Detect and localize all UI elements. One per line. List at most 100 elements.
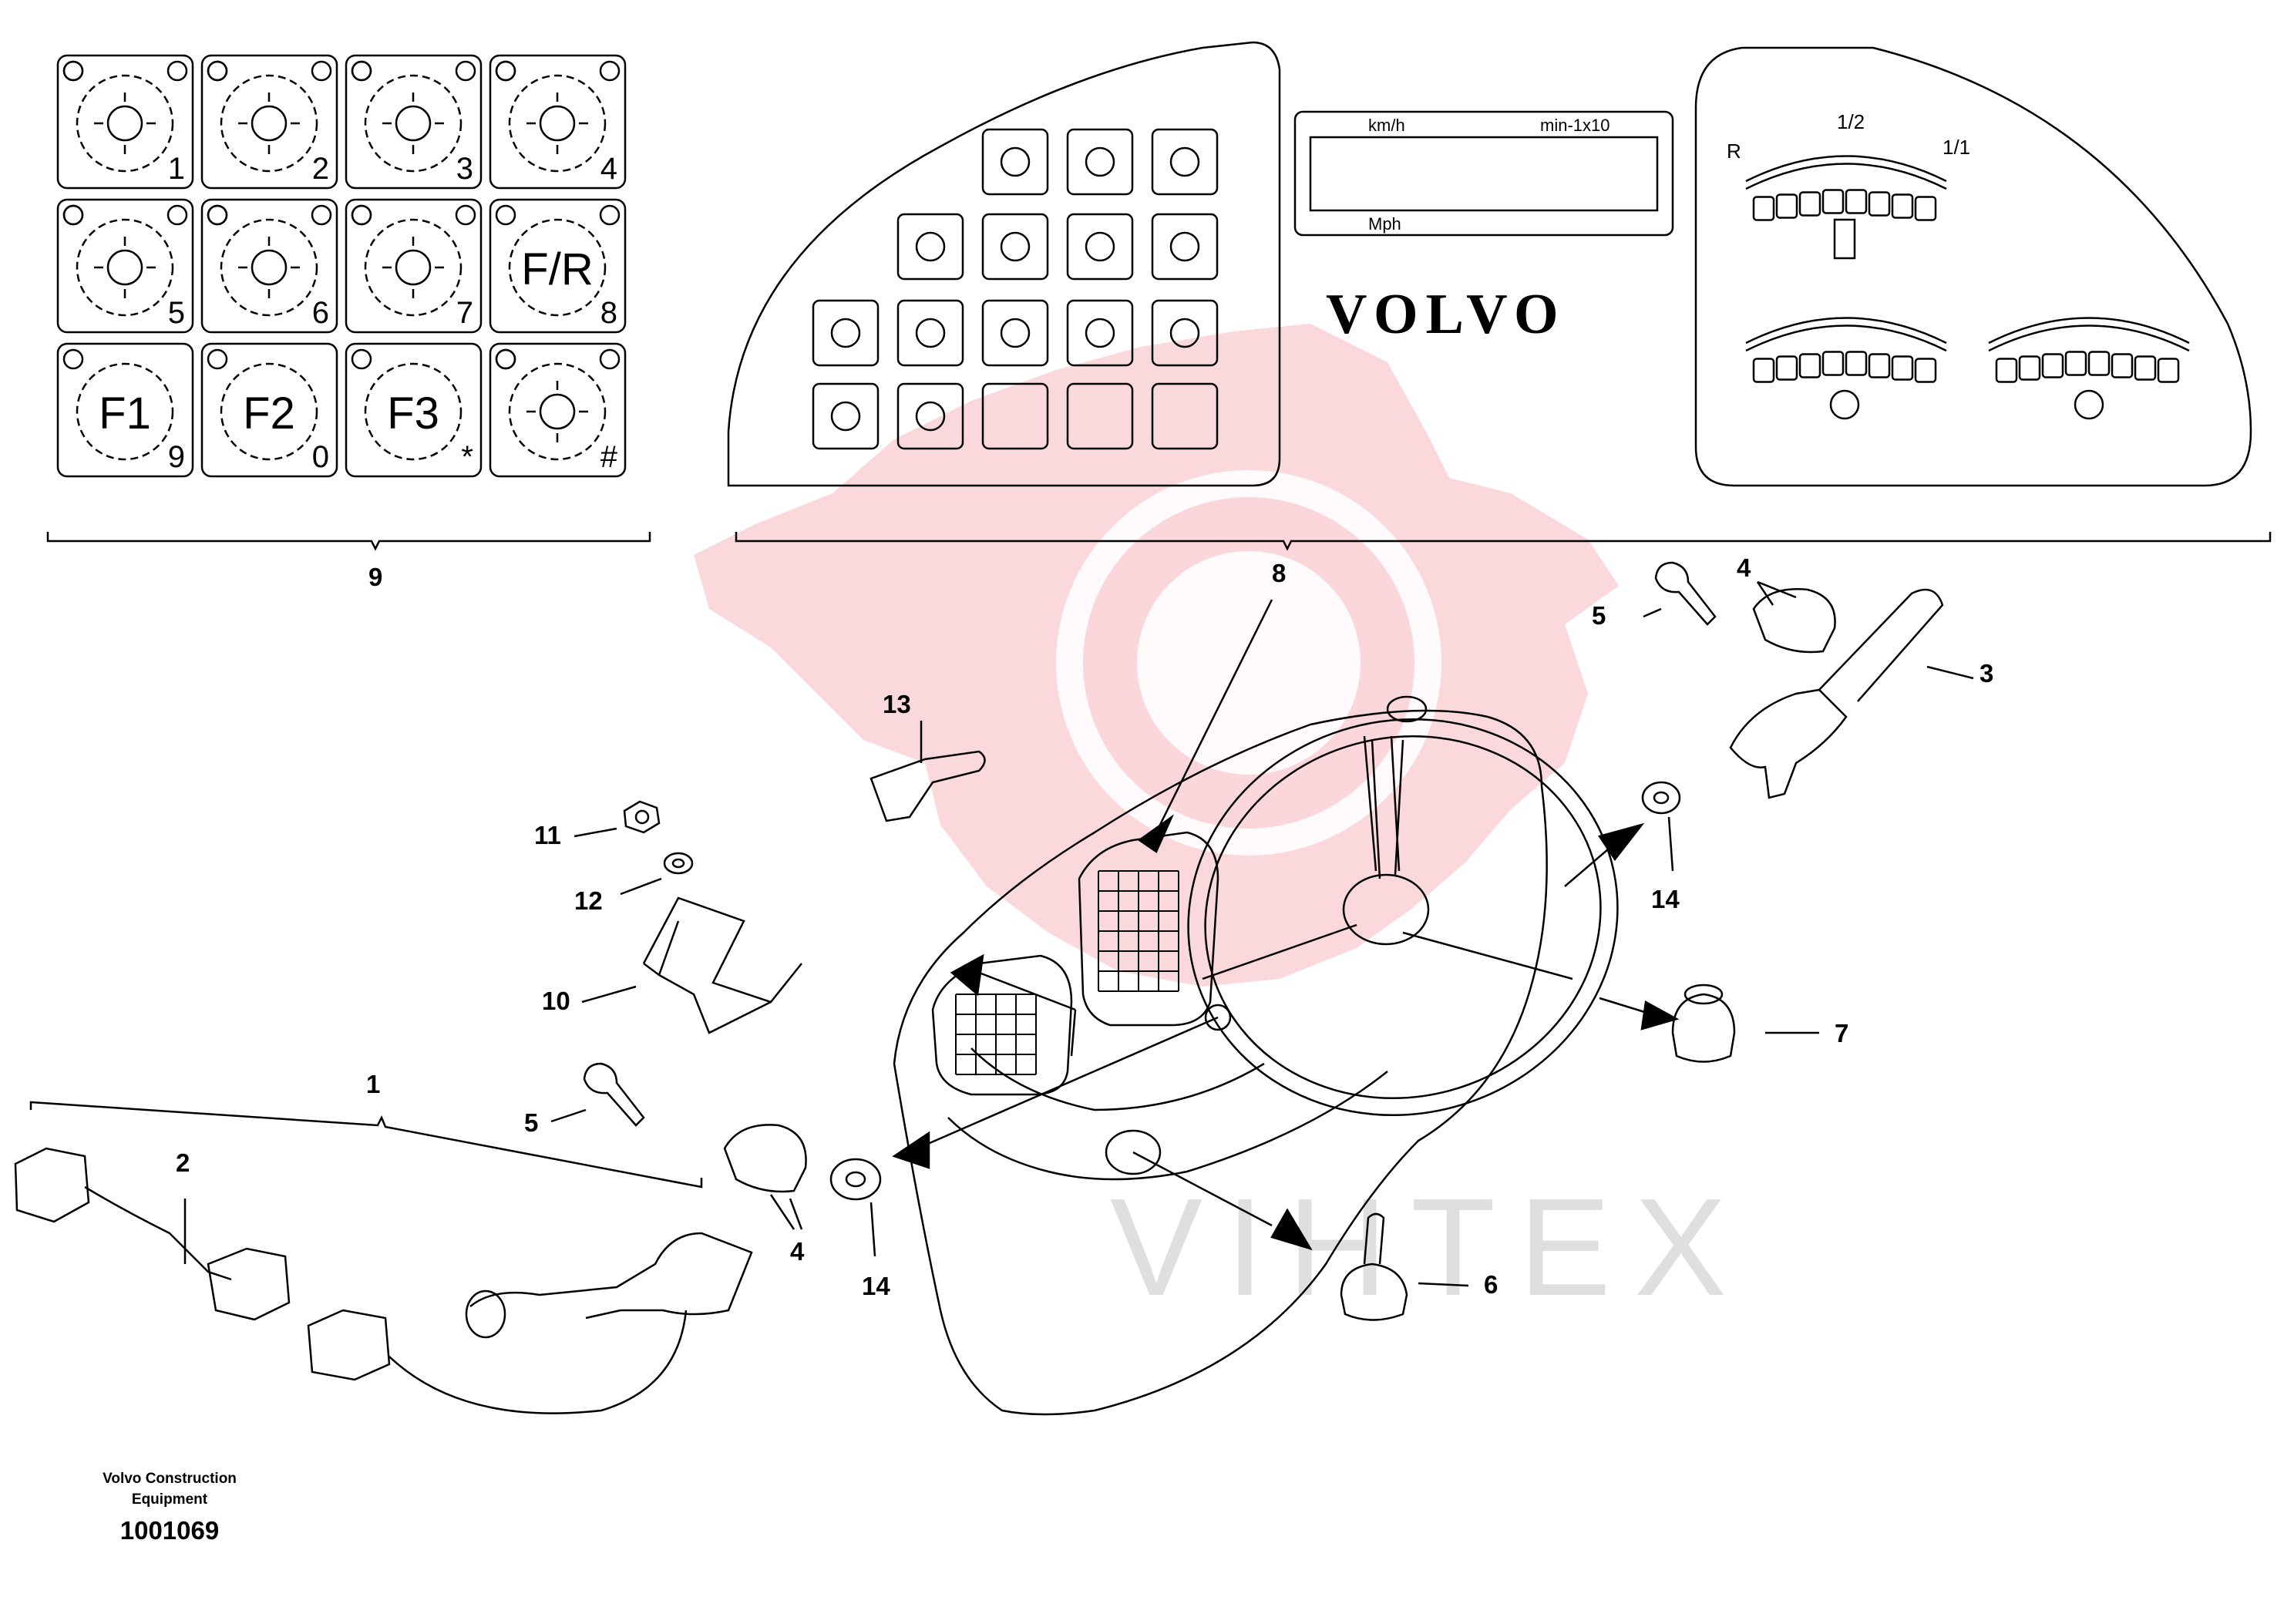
f2-icon: F2: [243, 388, 295, 439]
preheat-icon: [915, 231, 946, 262]
panel-button-wiper-icon[interactable]: [812, 382, 880, 450]
part-1-connector: [307, 1309, 391, 1381]
panel-button-fuel-icon[interactable]: [896, 382, 964, 450]
keypad-key-7[interactable]: 7: [345, 198, 483, 334]
part-6-toggle-lever: [1363, 1212, 1385, 1265]
part-2-connector-right: [207, 1247, 291, 1321]
key-dashed-ring: [508, 74, 607, 173]
key-label: #: [600, 440, 618, 474]
wheel-spokes: [1202, 739, 1573, 980]
key-label: 4: [600, 152, 617, 186]
steering-hub: [1342, 873, 1430, 946]
console-inner: [970, 1047, 1265, 1111]
panel-button-blank-button[interactable]: [1066, 382, 1134, 450]
hazard-icon: [526, 92, 588, 154]
part-3-lever-shaft: [1818, 588, 1944, 702]
fuel-icon: [915, 401, 946, 432]
switch-hole-6: [1105, 1129, 1162, 1175]
panel-button-blank-button[interactable]: [981, 382, 1049, 450]
parking-brake-icon: [1085, 231, 1115, 262]
battery-icon: [1169, 318, 1200, 348]
keypad-key-9[interactable]: F19: [56, 342, 194, 478]
key-label: 5: [168, 296, 185, 330]
part-11-nut: [623, 800, 661, 834]
panel-bracket: [735, 532, 2272, 551]
indicator-led: [455, 60, 476, 82]
callout-6: 6: [1484, 1270, 1498, 1299]
panel-button-blank-button[interactable]: [1151, 382, 1219, 450]
indicator-led: [166, 204, 188, 226]
key-label: 2: [312, 152, 329, 186]
fuel-pump-icon: [1833, 218, 1856, 260]
panel-button-parking-brake-icon[interactable]: [1066, 213, 1134, 281]
part-7-knob-top: [1684, 983, 1724, 1005]
key-text: F2: [243, 388, 295, 439]
indicator-led: [351, 348, 372, 370]
arrow-left-right-icon: [1169, 146, 1200, 177]
keypad-key-3[interactable]: 3: [345, 54, 483, 190]
key-label: 8: [600, 296, 617, 330]
part-5-bolt-upper: [1654, 561, 1717, 626]
beacon-icon: [94, 237, 156, 298]
transmission-gauge: [1988, 317, 2190, 383]
callout-3: 3: [1980, 659, 1993, 688]
callout-numbers: 8 1 2 3 4 4 5 5 6 7 10 11 12 13 14 14: [176, 553, 1993, 1300]
panel-button-arrow-up-icon[interactable]: [981, 128, 1049, 196]
keypad-key-5[interactable]: 5: [56, 198, 194, 334]
watermark-logo-ring: [1083, 497, 1414, 829]
keypad-key-1[interactable]: 1: [56, 54, 194, 190]
panel-button-battery-icon[interactable]: [1151, 299, 1219, 367]
part-2-cable: [84, 1185, 232, 1281]
key-label: *: [461, 440, 473, 474]
footer-part-number: 1001069: [119, 1516, 220, 1545]
panel-button-coolant-temp-icon[interactable]: [981, 299, 1049, 367]
part-1-lever-knob: [465, 1289, 506, 1339]
part-5-bolt-lower: [583, 1062, 645, 1127]
panel-button-headlight-icon[interactable]: [981, 213, 1049, 281]
keypad-key-*[interactable]: F3 *: [345, 342, 483, 478]
leader-lines: [29, 580, 1974, 1287]
arrow-down-icon: [1085, 146, 1115, 177]
keypad-key-8[interactable]: F/R8: [489, 198, 627, 334]
panel-button-arrow-left-right-icon[interactable]: [1151, 128, 1219, 196]
dashboard-lower-face: [947, 1071, 1388, 1181]
center-pod: [1078, 831, 1219, 1027]
indicator-led: [495, 204, 516, 226]
indicator-led: [599, 348, 621, 370]
part-14-washer-right: [1641, 781, 1681, 815]
key-dashed-ring: [508, 362, 607, 461]
keypad-key-#[interactable]: #: [489, 342, 627, 478]
key-dashed-ring: [220, 74, 318, 173]
callout-2: 2: [176, 1148, 190, 1177]
panel-button-arrow-down-icon[interactable]: [1066, 128, 1134, 196]
steering-column: [1363, 735, 1401, 872]
keypad-key-0[interactable]: F20: [200, 342, 338, 478]
steering-wheel-outer: [1187, 718, 1619, 1117]
center-pod-keypad: [1098, 870, 1179, 992]
panel-button-diff-lock-icon[interactable]: [1151, 213, 1219, 281]
keypad-key-2[interactable]: 2: [200, 54, 338, 190]
f1-icon: F1: [99, 388, 151, 439]
callout-5-upper: 5: [1592, 601, 1606, 630]
footer-maker-line1: Volvo Construction: [103, 1471, 237, 1487]
arrow-up-icon: [1000, 146, 1031, 177]
panel-button-engine-icon[interactable]: [812, 299, 880, 367]
key-dashed-ring: [76, 362, 174, 461]
keypad-key-4[interactable]: 4: [489, 54, 627, 190]
keypad-bracket: [46, 532, 651, 551]
callout-12: 12: [574, 886, 603, 915]
panel-button-preheat-icon[interactable]: [896, 213, 964, 281]
part-11-nut-hole: [634, 809, 650, 825]
keypad-key-6[interactable]: 6: [200, 198, 338, 334]
instrument-panel: [727, 41, 2272, 551]
coolant-gauge: [1745, 317, 1947, 383]
f3-icon: F3: [387, 388, 439, 439]
panel-button-transmission-temp-icon[interactable]: [896, 299, 964, 367]
panel-button-oil-pressure-icon[interactable]: [1066, 299, 1134, 367]
fuel-label-half: 1/2: [1837, 110, 1865, 133]
key-dashed-ring: [364, 218, 462, 317]
part-12-washer-hole: [671, 858, 685, 869]
footer: Volvo Construction Equipment 1001069: [54, 1468, 285, 1545]
indicator-led: [311, 204, 332, 226]
boom-lock-icon: [382, 237, 444, 298]
